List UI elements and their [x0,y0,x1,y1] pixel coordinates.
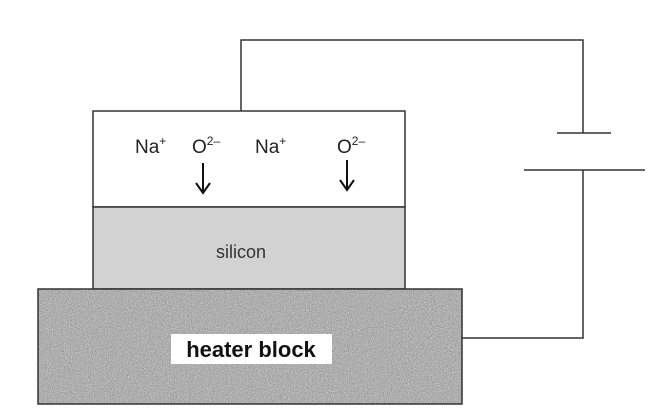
ion-label: Na+ [135,134,166,158]
ion-label: O2– [192,134,220,158]
circuit-wire-return [462,170,584,339]
heater-label: heater block [186,337,316,362]
down-arrow-icon [339,160,355,192]
battery-icon [524,132,645,171]
heater-label-background [171,334,332,364]
silicon-label: silicon [216,242,266,262]
ion-label: O2– [337,134,365,158]
glass-layer [92,110,406,208]
circuit-wire [240,39,584,133]
down-arrow-icon [195,163,211,195]
ion-label: Na+ [255,134,286,158]
